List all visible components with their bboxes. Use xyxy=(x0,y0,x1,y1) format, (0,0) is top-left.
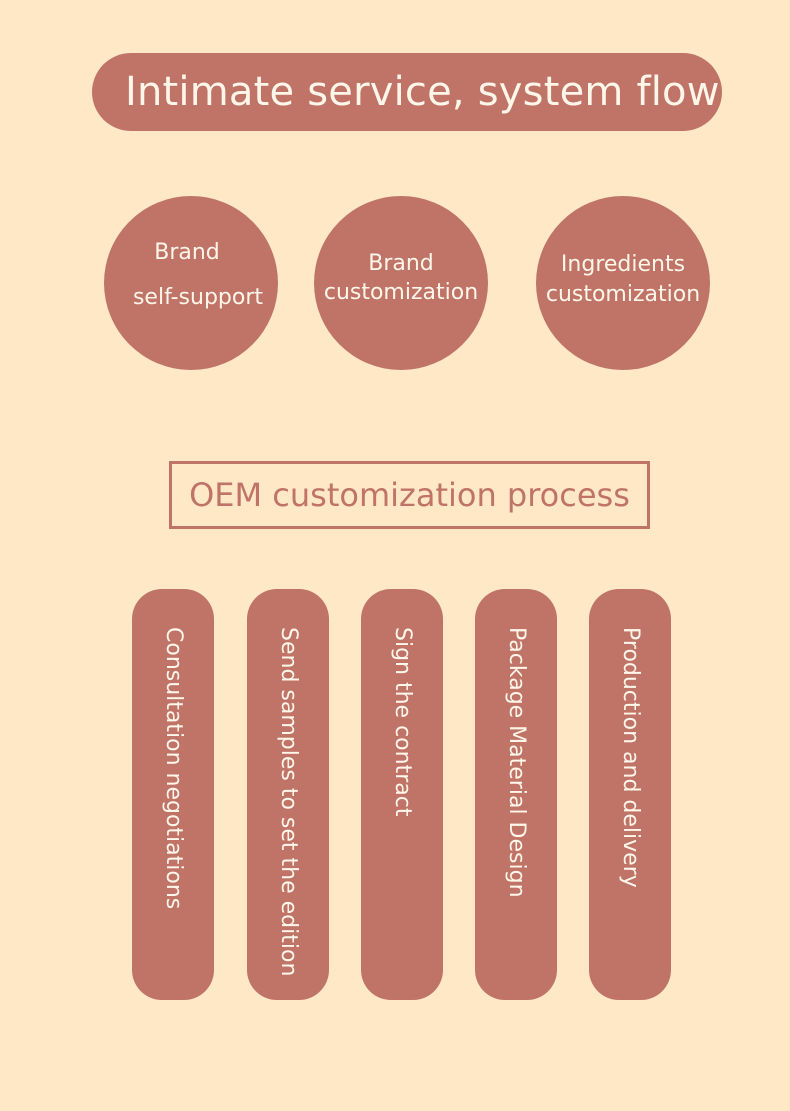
service-label-line: Ingredients xyxy=(560,252,686,277)
page-title: Intimate service, system flow xyxy=(125,69,720,115)
service-circle-brand-self-support: Brand self-support xyxy=(104,196,278,370)
service-label-line: customization xyxy=(323,280,479,305)
header-banner: Intimate service, system flow xyxy=(92,53,722,131)
service-label-line: customization xyxy=(545,282,701,307)
process-title: OEM customization process xyxy=(189,476,630,514)
process-step-send-samples: Send samples to set the edition xyxy=(247,589,329,1000)
process-step-production-delivery: Production and delivery xyxy=(589,589,671,1000)
process-step-label: Sign the contract xyxy=(390,627,415,817)
service-label-line: self-support xyxy=(132,285,264,310)
process-step-label: Package Material Design xyxy=(504,627,529,898)
service-label-line: Brand xyxy=(368,251,434,276)
process-step-consultation: Consultation negotiations xyxy=(132,589,214,1000)
process-step-label: Send samples to set the edition xyxy=(276,627,301,977)
service-circle-ingredients-customization: Ingredients customization xyxy=(536,196,710,370)
service-circle-brand-customization: Brand customization xyxy=(314,196,488,370)
process-step-package-design: Package Material Design xyxy=(475,589,557,1000)
process-step-label: Consultation negotiations xyxy=(161,627,186,910)
service-label-line: Brand xyxy=(154,240,220,265)
process-step-sign-contract: Sign the contract xyxy=(361,589,443,1000)
process-step-label: Production and delivery xyxy=(618,627,643,888)
process-title-box: OEM customization process xyxy=(169,461,650,529)
